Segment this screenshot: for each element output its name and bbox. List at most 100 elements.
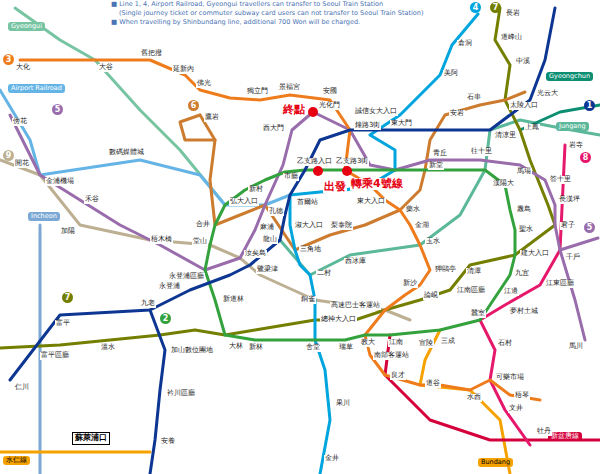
station-name: 永登浦 xyxy=(158,283,181,291)
route-dot xyxy=(308,107,318,117)
line-number-badge: 1 xyxy=(584,100,595,111)
station-name: 東大門 xyxy=(390,120,413,128)
station-name: 九宜 xyxy=(514,270,530,278)
route-annotation: 終點 xyxy=(282,104,306,116)
station-name: 銅雀 xyxy=(300,296,316,304)
station-name: 鷹岩 xyxy=(204,114,220,122)
station-name: 中溪 xyxy=(515,58,531,66)
station-name: 上鳳 xyxy=(524,124,540,132)
route-annotation: 出發 xyxy=(323,181,347,193)
station-name: 市廳 xyxy=(283,173,299,181)
station-name: 梧琴 xyxy=(514,392,530,400)
station-name: 水西 xyxy=(466,394,482,402)
line-1 xyxy=(10,8,555,380)
station-name: 教大 xyxy=(360,339,376,347)
station-name: 石串 xyxy=(466,94,482,102)
node-text: 8 xyxy=(583,154,589,162)
station-name: 景福宮 xyxy=(278,84,301,92)
line-suin xyxy=(0,451,150,454)
node-text: Jungang xyxy=(559,123,586,130)
station-name: 纛島 xyxy=(516,206,532,214)
station-name: 溫水 xyxy=(100,344,116,352)
line-name-tag: Gyeongchun xyxy=(546,72,593,81)
station-name: 清涼里 xyxy=(494,132,517,140)
node-text: 1 xyxy=(587,102,593,110)
station-name: 堂山 xyxy=(192,238,208,246)
station-name: 論峴 xyxy=(423,292,439,300)
header-note: ■ When travelling by Shinbundang line, a… xyxy=(110,19,361,26)
station-name: 岩寺 xyxy=(568,142,584,150)
station-name: 答十里 xyxy=(549,176,572,184)
station-name: 金浦機場 xyxy=(45,178,75,186)
station-name: 長岩 xyxy=(505,10,521,18)
station-name: 宣陵 xyxy=(418,340,434,348)
station-name: 西大門 xyxy=(262,125,285,133)
station-name: 麻浦 xyxy=(259,224,275,232)
station-name: 新沙 xyxy=(402,280,418,288)
station-name: 千戶 xyxy=(565,254,581,262)
line-name-tag: Airport Railroad xyxy=(8,84,65,93)
station-name: 三成 xyxy=(440,338,456,346)
station-name: 大谷 xyxy=(98,64,114,72)
station-name: 乙支路3街 xyxy=(335,158,369,166)
station-name: 蠶室 xyxy=(470,310,486,318)
station-name: 禾谷 xyxy=(84,196,100,204)
station-name: 孔德 xyxy=(268,208,284,216)
node-text: 3 xyxy=(6,56,12,64)
station-name: 延新內 xyxy=(172,66,195,74)
station-name: 清潭 xyxy=(466,268,482,276)
station-name: 往十里 xyxy=(470,148,493,156)
station-name: 漢陽大 xyxy=(492,180,515,188)
station-name: 仁川 xyxy=(14,384,30,392)
station-name: 新林 xyxy=(248,344,264,352)
station-name: 大林 xyxy=(228,343,244,351)
line-name-tag: 水仁線 xyxy=(3,456,30,465)
station-name: 數碼媒體城 xyxy=(108,149,145,157)
line-name-tag: 新盆唐線 xyxy=(548,432,582,441)
station-name: 高速巴士客運站 xyxy=(330,302,381,310)
station-name: 馬場 xyxy=(516,168,532,176)
station-name: 富平區廳 xyxy=(40,352,70,360)
station-name: 江南 xyxy=(388,339,404,347)
station-name: 安岩 xyxy=(449,110,465,118)
line-number-badge: 3 xyxy=(3,54,14,65)
node-text: 蘇萊浦口 xyxy=(75,434,107,443)
line-1-branch xyxy=(150,310,165,474)
line-3 xyxy=(20,60,540,400)
station-box: 蘇萊浦口 xyxy=(72,432,110,445)
line-number-badge: 5 xyxy=(52,104,63,115)
station-name: 東大入口 xyxy=(356,198,386,206)
station-name: 西冰庫 xyxy=(344,258,367,266)
station-name: 舍堂 xyxy=(305,344,321,352)
node-text: Gyeongchun xyxy=(549,73,590,80)
node-text: Gyeongui xyxy=(11,23,42,30)
station-name: 新道林 xyxy=(222,296,245,304)
station-name: 聖水 xyxy=(518,226,534,234)
station-name: 江南區廳 xyxy=(456,287,486,295)
route-annotation: 轉乘4號線 xyxy=(350,178,404,190)
line-8 xyxy=(480,145,565,445)
station-name: 加山數位團地 xyxy=(170,347,214,355)
station-name: 良才 xyxy=(390,372,406,380)
line-9 xyxy=(0,160,410,320)
station-name: 馬川 xyxy=(568,343,584,351)
station-name: 藥水 xyxy=(405,206,421,214)
station-name: 玉水 xyxy=(425,238,441,246)
line-number-badge: 5 xyxy=(584,222,595,233)
station-name: 獨立門 xyxy=(246,88,269,96)
station-name: 建大入口 xyxy=(520,250,550,258)
node-text: 5 xyxy=(55,106,61,114)
station-name: 二村 xyxy=(316,270,332,278)
line-4 xyxy=(290,14,478,474)
station-name: 長漢坪 xyxy=(558,196,581,204)
station-name: 狎鷗亭 xyxy=(434,266,457,274)
station-name: 加陽 xyxy=(60,228,76,236)
node-text: 5 xyxy=(587,224,593,232)
node-text: Bundang xyxy=(481,459,510,466)
station-name: 九老 xyxy=(140,300,156,308)
station-name: 鷺梁津 xyxy=(256,266,279,274)
station-name: 誠信女大入口 xyxy=(354,108,398,116)
station-name: 總神大入口 xyxy=(320,316,357,324)
line-number-badge: 6 xyxy=(188,100,199,111)
